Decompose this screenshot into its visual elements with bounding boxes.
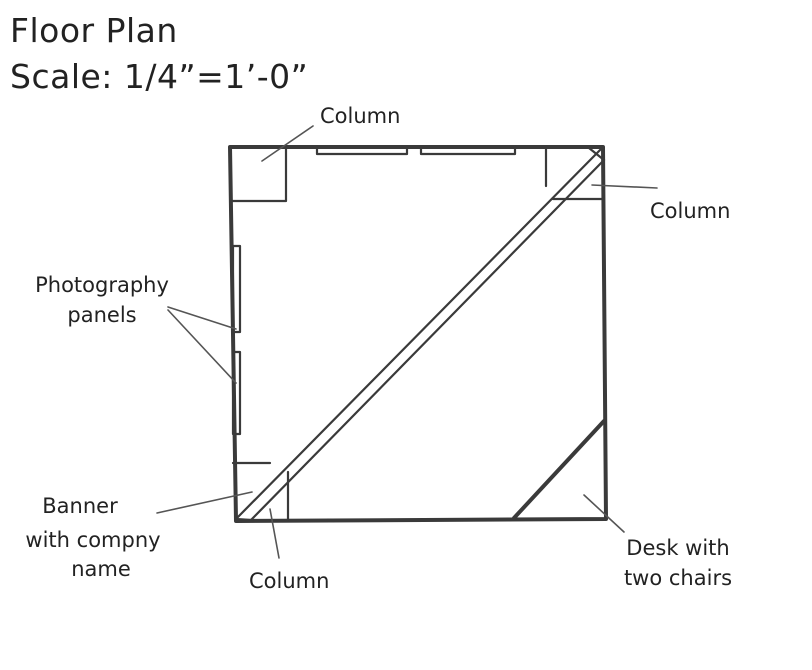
label-banner-line3: name [71,557,131,581]
column-top-left [229,146,288,203]
label-photography-panels-line2: panels [67,303,136,327]
label-banner-line1: Banner [42,494,118,518]
label-banner-line2: with compny [25,528,160,552]
leader-photo-panel-2 [167,309,237,384]
desk [512,419,606,520]
plan-scale: Scale: 1/4”=1’-0” [10,57,308,96]
label-photography-panels-line1: Photography [35,273,169,297]
top-wall-panels [315,145,517,156]
leader-lines [156,125,658,559]
label-column-bottom: Column [249,569,329,593]
column-top-right [544,146,606,201]
photography-panels [231,244,242,436]
label-desk-line1: Desk with [626,536,729,560]
photo-panel-1 [231,244,242,334]
diagonal-banner [234,146,606,522]
plan-title: Floor Plan [10,11,178,50]
photo-panel-2 [231,350,242,436]
leader-column-bottom [269,508,280,559]
label-column-top: Column [320,104,400,128]
label-desk-line2: two chairs [624,566,732,590]
leader-photo-panel-1 [167,306,237,330]
leader-column-right [591,184,658,189]
leader-banner [156,491,253,514]
top-panel-2 [419,145,517,156]
column-bottom-left [231,461,290,522]
top-panel-1 [315,145,409,156]
label-column-right: Column [650,199,730,223]
leader-desk [583,494,625,533]
leader-column-top [261,125,314,162]
